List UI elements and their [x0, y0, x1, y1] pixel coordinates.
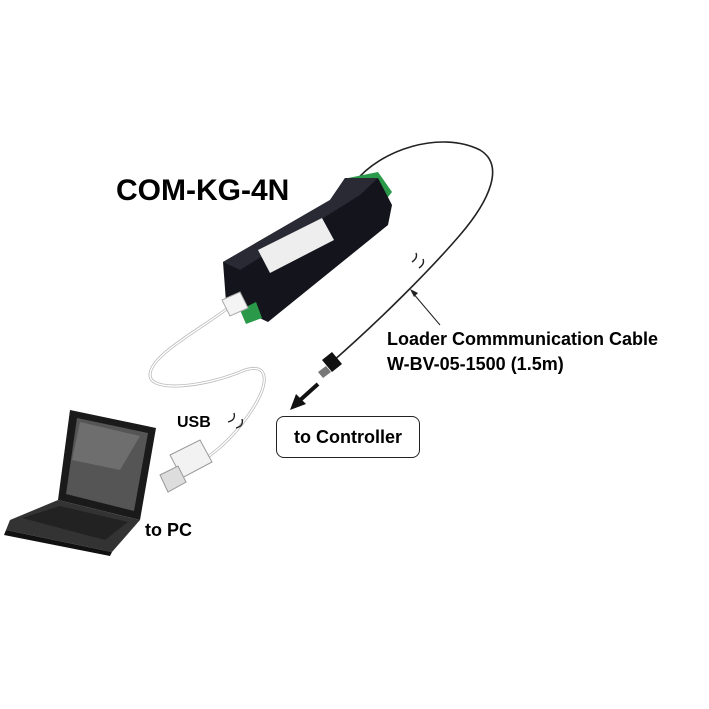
cable-name-label: Loader Commmunication Cable	[387, 329, 659, 349]
cable-break-mark	[411, 252, 425, 269]
device-title: COM-KG-4N	[116, 174, 290, 207]
usb-plug	[159, 439, 213, 493]
usb-cable	[148, 303, 266, 464]
controller-connector	[318, 352, 342, 378]
to-controller-label: to Controller	[294, 426, 402, 447]
device-label-sticker	[258, 218, 334, 273]
com-kg-4n-device	[221, 172, 392, 324]
laptop	[4, 410, 156, 556]
to-controller-box: to Controller	[276, 416, 420, 458]
to-pc-label: to PC	[145, 520, 192, 540]
cable-model-label: W-BV-05-1500 (1.5m)	[387, 354, 564, 374]
usb-break-mark	[227, 412, 244, 429]
callout-arrow	[411, 291, 441, 326]
usb-port	[221, 291, 249, 317]
usb-label: USB	[177, 414, 211, 431]
to-controller-arrow	[296, 382, 320, 404]
loader-cable	[331, 141, 494, 363]
